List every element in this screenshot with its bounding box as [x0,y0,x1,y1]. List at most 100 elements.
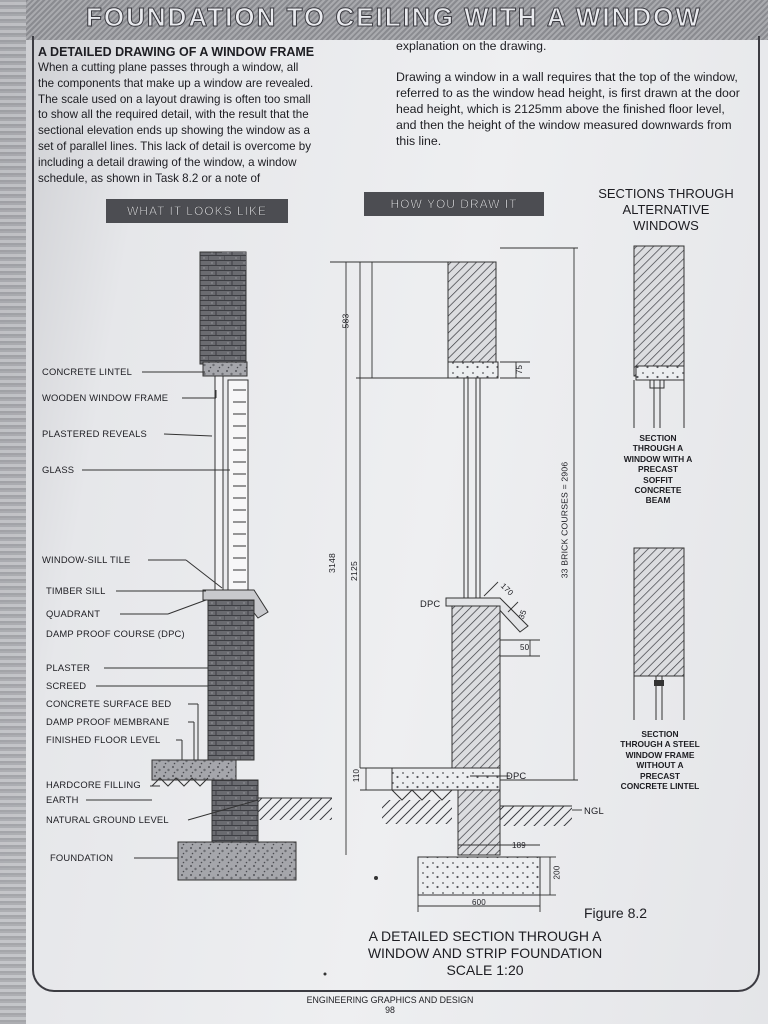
tag-what-it-looks-like: WHAT IT LOOKS LIKE [106,199,288,223]
drawn-lintel [447,361,499,379]
label-dpc-sill: DPC [420,598,441,609]
label-dpc-floor: DPC [506,770,527,781]
dim-110: 110 [352,768,362,783]
caption-line: SECTION [641,729,679,739]
page-title: FOUNDATION TO CEILING WITH A WINDOW [86,2,702,33]
page-frame [32,36,760,992]
caption-line: SECTION [639,433,677,443]
intro-heading: A DETAILED DRAWING OF A WINDOW FRAME [38,45,315,59]
dim-583: 583 [340,313,351,329]
dim-75: 75 [515,364,525,375]
explanation-paragraph: Drawing a window in a wall requires that… [396,70,740,148]
dim-200: 200 [552,865,562,880]
sections-title-line: ALTERNATIVE [622,202,710,217]
intro-line: When a cutting plane passes through a wi… [38,61,299,74]
tag-how-you-draw-it: HOW YOU DRAW IT [364,192,544,216]
label-screed: SCREED [46,680,87,691]
caption-line: THROUGH A STEEL [620,739,700,750]
earth-fill [258,798,332,820]
label-hardcore-filling: HARDCORE FILLING [46,779,141,790]
book-title: ENGINEERING GRAPHICS AND DESIGN [306,995,474,1005]
construction-drawing [330,247,582,912]
section1-wall [633,245,685,377]
intro-line: the components that make up a window are… [38,76,314,90]
window-reveal [214,375,224,593]
sections-title: SECTIONS THROUGH ALTERNATIVE WINDOWS [582,186,750,234]
timber-sill [202,589,269,619]
label-foundation: FOUNDATION [50,852,114,863]
figure-caption: A DETAILED SECTION THROUGH A WINDOW AND … [330,928,640,979]
label-quadrant: QUADRANT [46,608,101,619]
section2-wall [633,547,685,677]
page-spine-shadow [0,0,26,1024]
dim-50: 50 [520,643,530,652]
caption-line: WINDOW FRAME [625,749,695,760]
precast-beam [635,365,685,381]
glazing-bars [233,389,246,583]
sections-title-line: SECTIONS THROUGH [598,186,734,201]
label-window-sill-tile: WINDOW-SILL TILE [42,554,131,565]
intro-line: including a detail drawing of the window… [38,155,297,169]
dim-2125: 2125 [348,561,359,581]
label-concrete-lintel: CONCRETE LINTEL [42,366,132,377]
caption-line: CONCRETE LINTEL [620,781,700,792]
intro-line: sectional elevation ends up showing the … [38,124,310,138]
drawn-foundation [417,856,541,896]
strip-foundation [177,841,297,881]
intro-column: A DETAILED DRAWING OF A WINDOW FRAME Whe… [38,44,368,186]
intro-line: The scale used on a layout drawing is of… [38,92,311,106]
label-wooden-window-frame: WOODEN WINDOW FRAME [42,392,169,403]
caption-line: BEAM [645,495,671,506]
hardcore-filling [151,777,209,787]
explanation-column: explanation on the drawing. Drawing a wi… [396,38,746,164]
label-damp-proof-course: DAMP PROOF COURSE (DPC) [46,628,185,639]
caption-line: PRECAST [639,770,681,781]
section1-caption: SECTION THROUGH A WINDOW WITH A PRECAST … [600,433,716,506]
drawn-wall-lower [451,605,501,856]
figure-number: Figure 8.2 [584,905,648,921]
intro-line: to show all the required detail, with th… [38,108,309,122]
page-footer: ENGINEERING GRAPHICS AND DESIGN 98 [270,995,510,1015]
caption-line: A DETAILED SECTION THROUGH A [368,928,602,944]
label-ngl: NGL [584,805,604,816]
label-damp-proof-membrane: DAMP PROOF MEMBRANE [46,716,170,727]
label-earth: EARTH [46,794,79,805]
caption-line: SOFFIT [643,474,673,485]
caption-line: WINDOW WITH A [623,453,693,464]
label-timber-sill: TIMBER SILL [46,585,106,596]
label-plastered-reveals: PLASTERED REVEALS [42,428,148,439]
brick-wall-lower [207,599,255,761]
page-number: 98 [385,1005,395,1015]
caption-line: CONCRETE [634,485,682,496]
section2-caption: SECTION THROUGH A STEEL WINDOW FRAME WIT… [598,729,722,791]
pictorial-section [82,251,332,881]
drawn-sill [445,597,529,633]
alternative-window-sections [633,245,685,720]
intro-line: set of parallel lines. This lack of deta… [38,139,312,153]
caption-line: WITHOUT A [636,760,684,771]
dim-33-brick-courses: 33 BRICK COURSES = 2906 [559,461,570,579]
intro-line: schedule, as shown in Task 8.2 or a note… [38,171,261,185]
drawn-surface-bed [391,767,501,791]
header-banner: FOUNDATION TO CEILING WITH A WINDOW [26,0,768,40]
dim-3148: 3148 [326,553,337,573]
caption-line: WINDOW AND STRIP FOUNDATION [367,945,603,961]
explanation-continued: explanation on the drawing. [396,39,547,53]
caption-line: SCALE 1:20 [446,962,524,978]
concrete-lintel [202,361,248,377]
label-plaster: PLASTER [46,662,91,673]
label-natural-ground-level: NATURAL GROUND LEVEL [46,814,169,825]
leader-lines [82,371,259,859]
label-glass: GLASS [42,464,75,475]
dimension-lines [330,247,582,912]
sections-title-line: WINDOWS [633,218,699,233]
surface-bed [151,759,237,781]
caption-line: PRECAST [637,464,679,475]
label-concrete-surface-bed: CONCRETE SURFACE BED [46,698,172,709]
label-finished-floor-level: FINISHED FLOOR LEVEL [46,734,161,745]
brick-wall-upper [199,251,247,365]
dim-189: 189 [512,841,526,850]
caption-line: THROUGH A [632,443,684,454]
